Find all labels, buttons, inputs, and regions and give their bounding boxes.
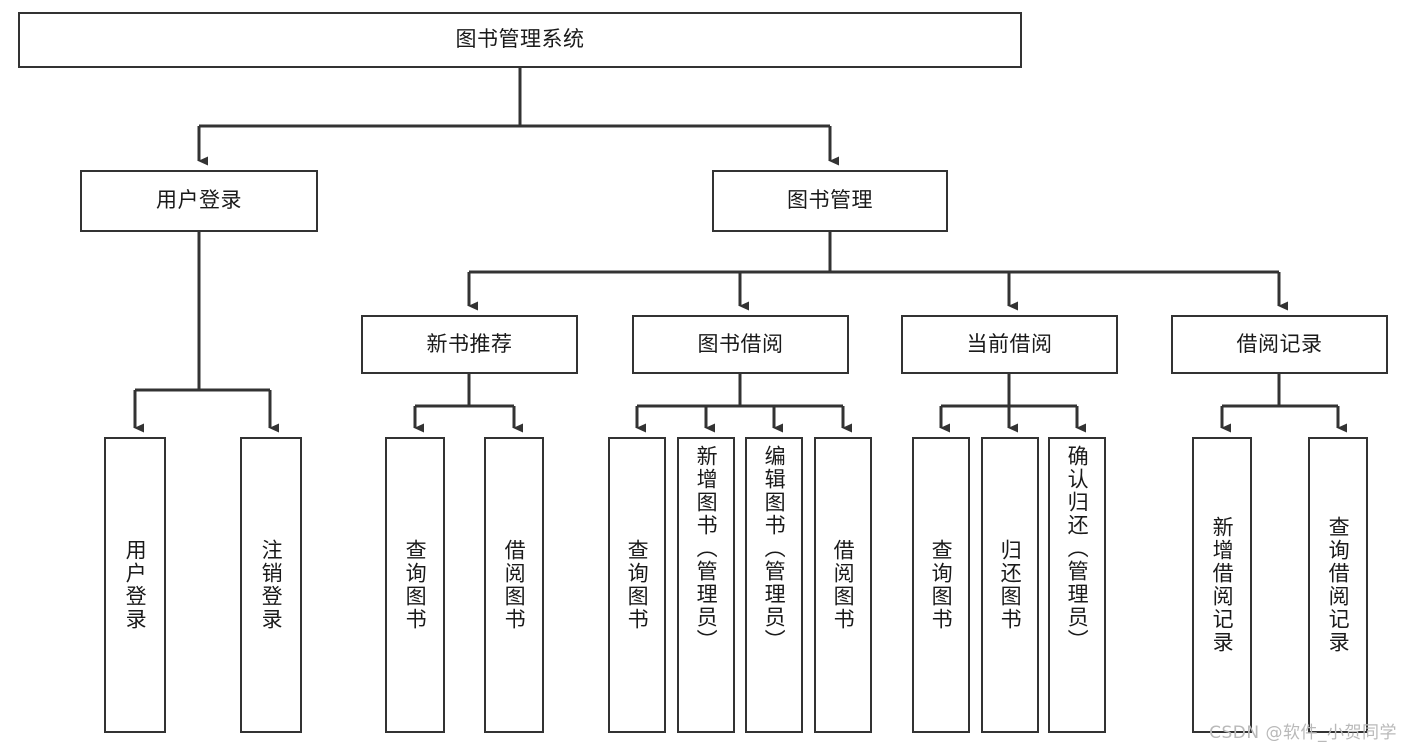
node-leaf-query-book-current[interactable]: 查询图书 [912, 437, 970, 733]
node-leaf-return-book[interactable]: 归还图书 [981, 437, 1039, 733]
node-label: 注销登录 [259, 539, 284, 631]
node-label: 确认归还（管理员） [1065, 445, 1090, 652]
node-label: 借阅图书 [502, 539, 527, 631]
node-leaf-query-book-recommend[interactable]: 查询图书 [385, 437, 445, 733]
node-leaf-edit-book[interactable]: 编辑图书（管理员） [745, 437, 803, 733]
node-label: 查询图书 [929, 539, 954, 631]
node-label: 图书借阅 [697, 331, 784, 356]
node-label: 用户登录 [156, 188, 242, 213]
node-label: 编辑图书（管理员） [762, 445, 787, 652]
node-leaf-borrow-book-recommend[interactable]: 借阅图书 [484, 437, 544, 733]
node-leaf-confirm-return[interactable]: 确认归还（管理员） [1048, 437, 1106, 733]
node-book-management[interactable]: 图书管理 [712, 170, 948, 232]
node-leaf-query-book-borrow[interactable]: 查询图书 [608, 437, 666, 733]
node-new-book-recommend[interactable]: 新书推荐 [361, 315, 578, 374]
node-book-management-system[interactable]: 图书管理系统 [18, 12, 1022, 68]
node-leaf-user-login[interactable]: 用户登录 [104, 437, 166, 733]
node-label: 图书管理系统 [455, 27, 585, 52]
node-label: 用户登录 [123, 539, 148, 631]
node-label: 当前借阅 [966, 331, 1053, 356]
node-leaf-logout-login[interactable]: 注销登录 [240, 437, 302, 733]
node-current-borrow[interactable]: 当前借阅 [901, 315, 1118, 374]
node-label: 图书管理 [787, 188, 873, 213]
node-borrow-record[interactable]: 借阅记录 [1171, 315, 1388, 374]
node-leaf-borrow-book[interactable]: 借阅图书 [814, 437, 872, 733]
node-label: 新增图书（管理员） [694, 445, 719, 652]
node-leaf-query-borrow-record[interactable]: 查询借阅记录 [1308, 437, 1368, 733]
node-label: 查询图书 [625, 539, 650, 631]
node-label: 借阅记录 [1236, 331, 1323, 356]
node-book-borrow[interactable]: 图书借阅 [632, 315, 849, 374]
node-label: 查询图书 [403, 539, 428, 631]
node-label: 新增借阅记录 [1210, 516, 1235, 654]
node-label: 借阅图书 [831, 539, 856, 631]
node-user-login[interactable]: 用户登录 [80, 170, 318, 232]
node-leaf-add-book[interactable]: 新增图书（管理员） [677, 437, 735, 733]
node-leaf-add-borrow-record[interactable]: 新增借阅记录 [1192, 437, 1252, 733]
node-label: 归还图书 [998, 539, 1023, 631]
node-label: 新书推荐 [426, 331, 513, 356]
node-label: 查询借阅记录 [1326, 516, 1351, 654]
